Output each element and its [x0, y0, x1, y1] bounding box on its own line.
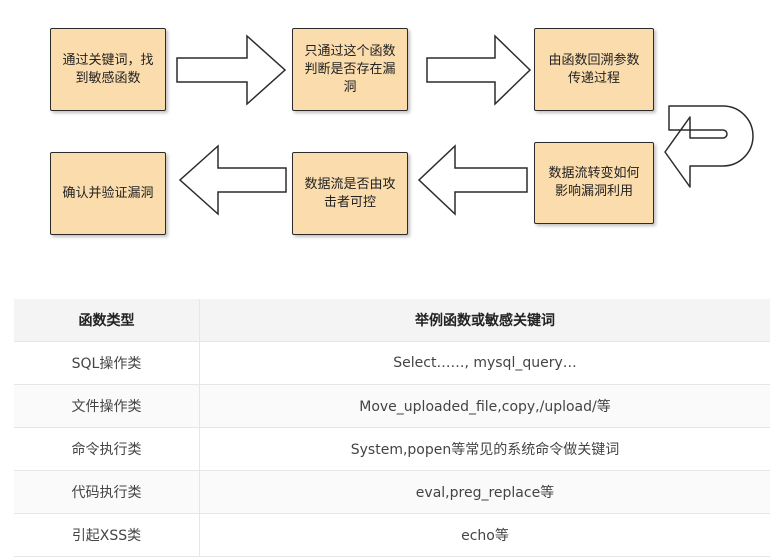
table-cell-examples: Select……, mysql_query… — [199, 341, 770, 385]
table-row: 引起XSS类 echo等 — [14, 513, 770, 557]
table-cell-type: 文件操作类 — [14, 384, 200, 428]
table-cell-type: SQL操作类 — [14, 341, 200, 385]
flow-step-6: 确认并验证漏洞 — [50, 152, 166, 235]
arrow-right-2 — [426, 34, 532, 106]
table-cell-examples: Move_uploaded_file,copy,/upload/等 — [199, 384, 770, 428]
flow-diagram: 通过关键词，找到敏感函数 只通过这个函数判断是否存在漏洞 由函数回溯参数传递过程… — [0, 0, 781, 260]
arrow-right-1 — [176, 34, 287, 106]
arrow-left-1 — [417, 144, 528, 216]
table-row: 命令执行类 System,popen等常见的系统命令做关键词 — [14, 427, 770, 471]
table-cell-type: 代码执行类 — [14, 470, 200, 514]
flow-arrows — [176, 34, 754, 216]
table-cell-type: 命令执行类 — [14, 427, 200, 471]
flow-step-1: 通过关键词，找到敏感函数 — [50, 28, 166, 111]
table-cell-examples: System,popen等常见的系统命令做关键词 — [199, 427, 770, 471]
header-examples: 举例函数或敏感关键词 — [199, 299, 770, 342]
flow-step-3: 由函数回溯参数传递过程 — [534, 28, 654, 111]
table-cell-type: 引起XSS类 — [14, 513, 200, 557]
arrow-left-2 — [178, 144, 287, 216]
table-cell-examples: echo等 — [199, 513, 770, 557]
flow-step-4: 数据流转变如何影响漏洞利用 — [534, 142, 654, 224]
table-cell-examples: eval,preg_replace等 — [199, 470, 770, 514]
flow-step-5: 数据流是否由攻击者可控 — [292, 152, 408, 235]
function-type-table: 函数类型 举例函数或敏感关键词 SQL操作类 Select……, mysql_q… — [14, 299, 770, 557]
arrow-uturn — [664, 105, 754, 188]
header-function-type: 函数类型 — [14, 299, 200, 342]
table-row: SQL操作类 Select……, mysql_query… — [14, 341, 770, 385]
table-row: 代码执行类 eval,preg_replace等 — [14, 470, 770, 514]
table-row: 文件操作类 Move_uploaded_file,copy,/upload/等 — [14, 384, 770, 428]
table-header-row: 函数类型 举例函数或敏感关键词 — [14, 299, 770, 342]
flow-step-2: 只通过这个函数判断是否存在漏洞 — [292, 28, 408, 111]
